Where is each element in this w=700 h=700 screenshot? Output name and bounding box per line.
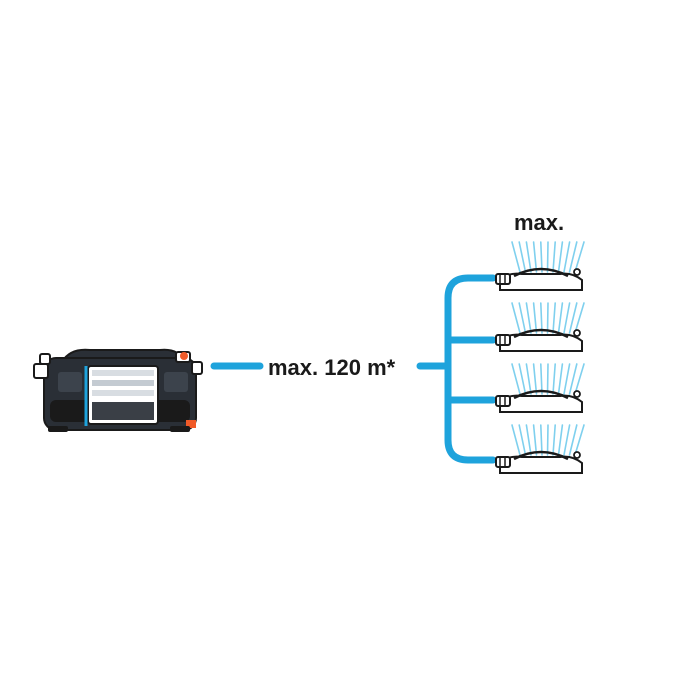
sprinkler-icon [495, 363, 585, 413]
sprinkler-icon [495, 302, 585, 352]
sprinklers-max-label: max. [514, 210, 564, 235]
pump-icon [33, 348, 203, 432]
sprinkler-icon [495, 424, 585, 474]
sprinkler-icon [495, 241, 585, 291]
sprinkler-group [495, 241, 585, 474]
distributor-line [416, 274, 497, 464]
distance-label: max. 120 m* [268, 355, 396, 380]
